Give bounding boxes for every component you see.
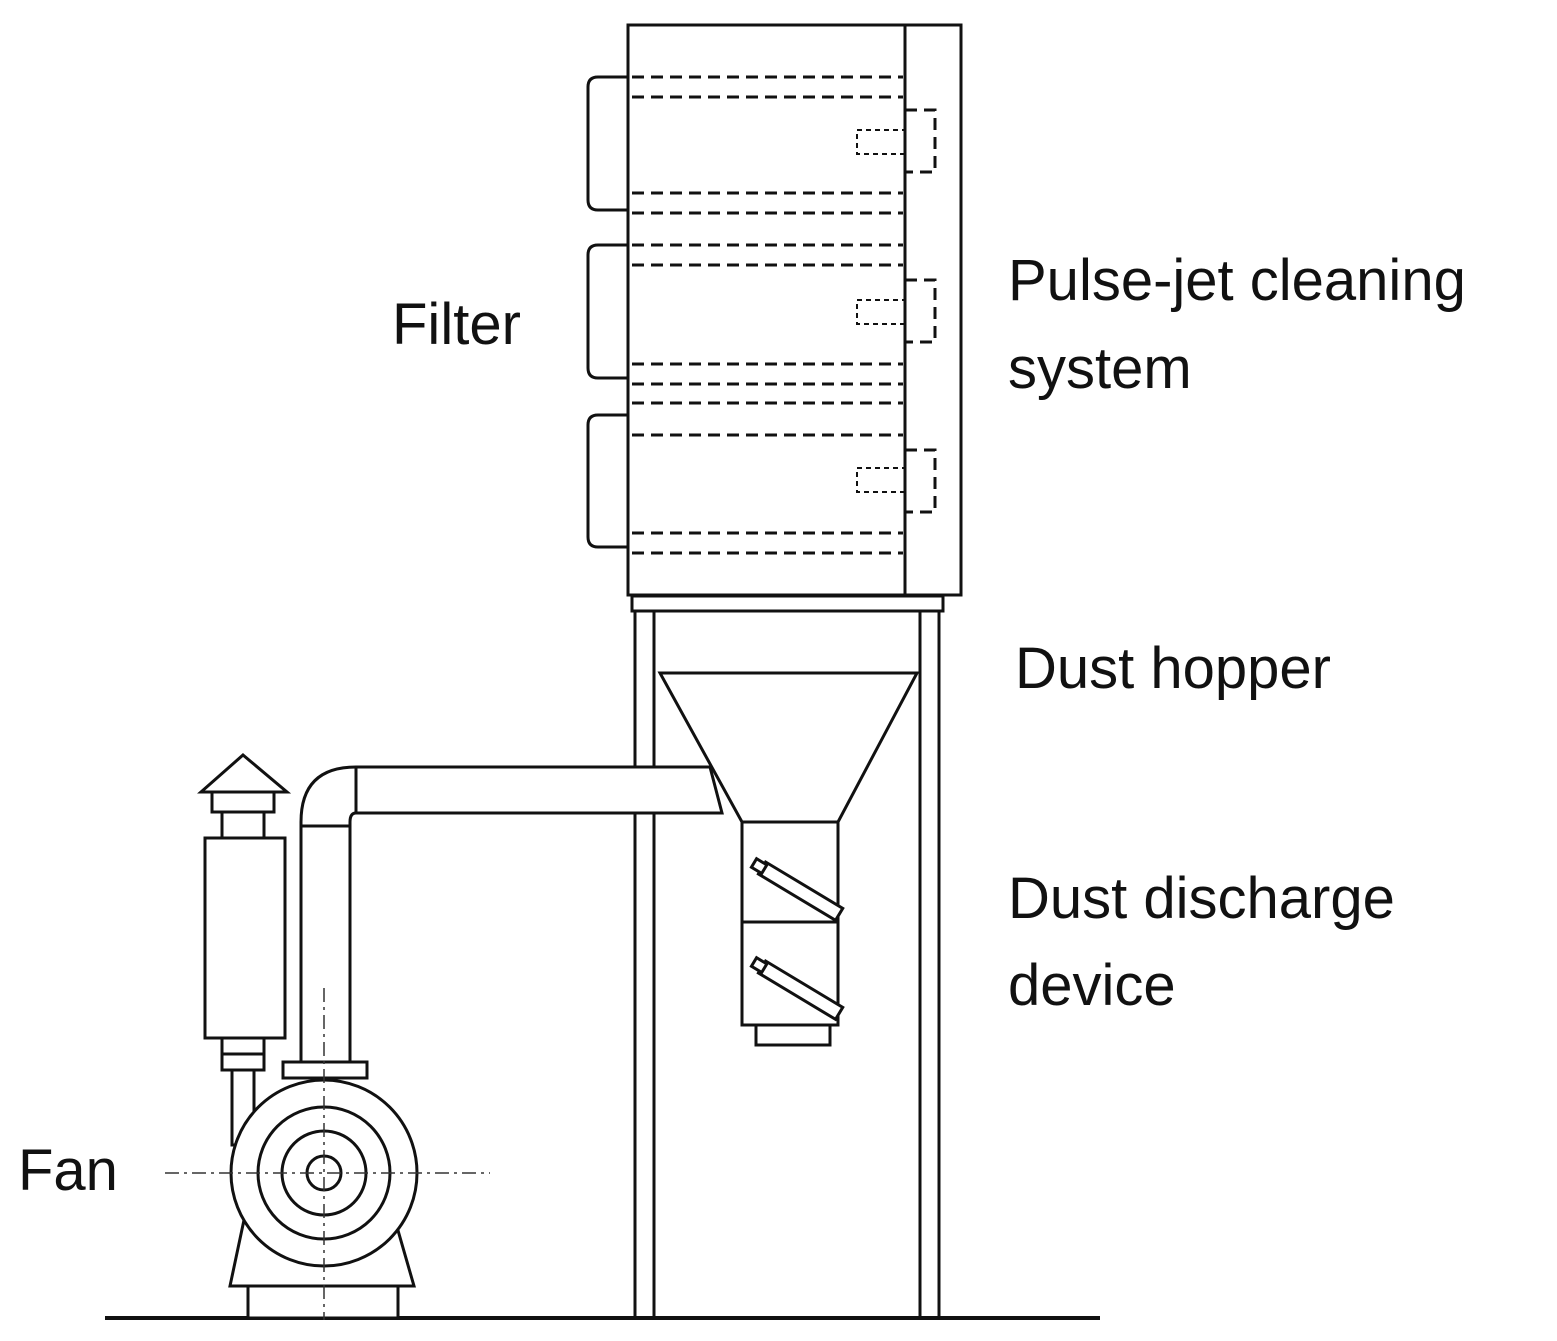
dust-discharge-device bbox=[740, 820, 845, 1047]
discharge-valve-lower bbox=[749, 955, 845, 1022]
label-dust-discharge-line1: Dust discharge bbox=[1008, 866, 1395, 931]
filter-housing bbox=[586, 23, 963, 597]
support-stand bbox=[630, 594, 945, 1320]
pulse-jet-valve-1 bbox=[856, 108, 937, 174]
filter-door-2 bbox=[586, 243, 628, 380]
label-dust-discharge-line2: device bbox=[1008, 953, 1176, 1018]
label-fan: Fan bbox=[18, 1138, 118, 1203]
pulse-jet-valve-3 bbox=[856, 448, 937, 514]
exhaust-stack bbox=[197, 753, 292, 1147]
label-dust-hopper: Dust hopper bbox=[1015, 636, 1331, 701]
pulse-jet-valve-2 bbox=[856, 278, 937, 344]
discharge-valve-upper bbox=[749, 856, 845, 923]
filter-dashed-plates bbox=[632, 75, 903, 555]
label-pulse-jet-line1: Pulse-jet cleaning bbox=[1008, 248, 1466, 313]
label-pulse-jet-line2: system bbox=[1008, 336, 1192, 401]
filter-door-3 bbox=[586, 413, 628, 549]
fan bbox=[165, 988, 490, 1320]
label-filter: Filter bbox=[392, 292, 521, 357]
filter-door-1 bbox=[586, 75, 628, 212]
air-duct bbox=[299, 765, 724, 1062]
